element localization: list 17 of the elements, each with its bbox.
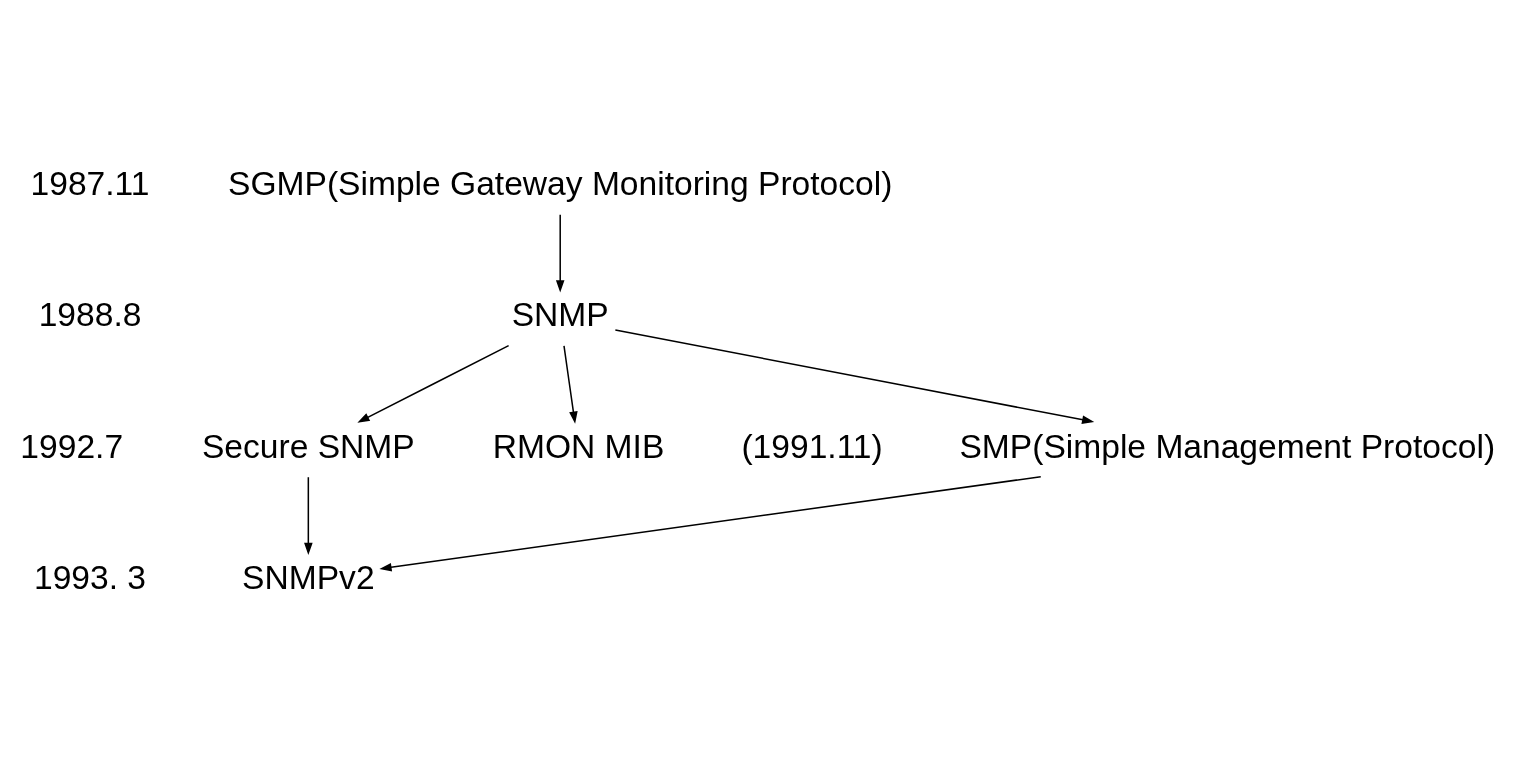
label: 1993. 3 bbox=[34, 558, 147, 596]
label: 1987.11 bbox=[30, 164, 150, 202]
node-text: SNMP bbox=[511, 295, 609, 333]
node-text: SMP(Simple Management Protocol) bbox=[959, 427, 1496, 465]
arrow bbox=[563, 344, 578, 424]
label: 1992.7 bbox=[20, 427, 124, 465]
arrow bbox=[304, 475, 313, 555]
label: 1988.8 bbox=[38, 295, 142, 333]
arrow bbox=[555, 213, 565, 293]
node-text: RMON MIB bbox=[492, 427, 665, 465]
arrow bbox=[357, 344, 510, 423]
arrow bbox=[614, 328, 1095, 424]
node-text: Secure SNMP bbox=[201, 427, 415, 465]
node-text: SNMPv2 bbox=[242, 558, 375, 596]
node-label: (1991.11) bbox=[741, 427, 883, 465]
node-text: SGMP(Simple Gateway Monitoring Protocol) bbox=[228, 164, 893, 202]
arrow bbox=[379, 475, 1042, 572]
